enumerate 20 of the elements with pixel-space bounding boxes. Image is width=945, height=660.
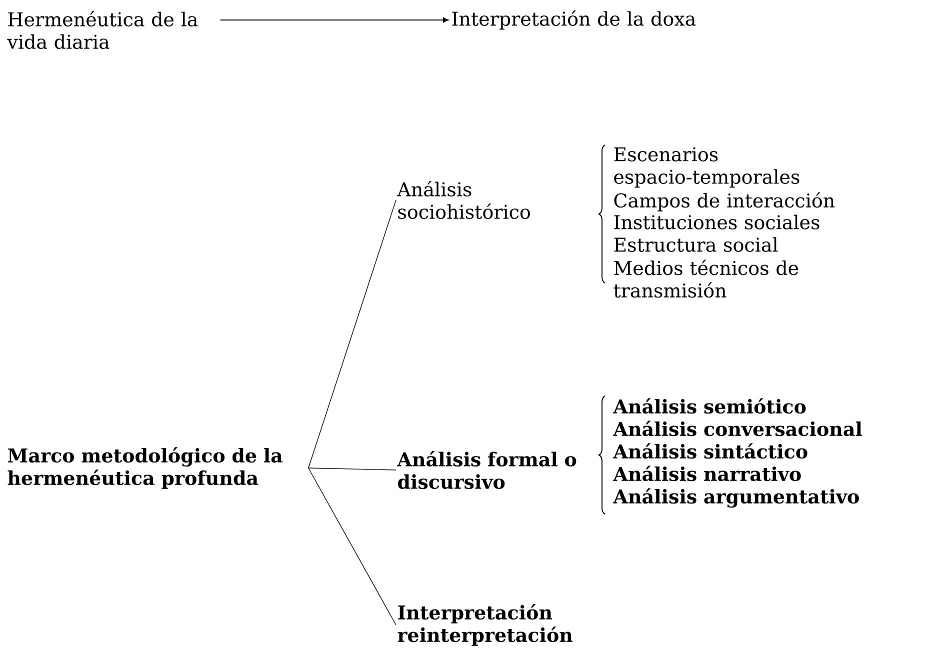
branch-line [308,200,396,468]
text-label: Análisis sociohistórico [397,181,530,219]
branch-line [308,468,396,470]
list-item: Campos de interacción [614,192,835,212]
text-label: Hermenéutica de la vida diaria [7,11,198,49]
list-item: Análisis conversacional [613,420,862,436]
list-item: Instituciones sociales [614,214,820,230]
text-label: Interpretación reinterpretación [398,604,573,646]
text-label: Marco metodológico de la hermenéutica profunda [8,447,282,489]
branch-line [308,468,396,626]
list-item: Medios técnicos de transmisión [614,260,798,298]
list-item: Análisis argumentativo [613,488,859,508]
list-item: Análisis narrativo [613,466,801,482]
list-item: Escenarios espacio-temporales [614,147,800,188]
text-label: Interpretación de la doxa [452,10,696,30]
list-item: Estructura social [614,237,778,252]
list-item: Análisis sintáctico [613,443,808,459]
list-item: Análisis semiótico [613,398,806,414]
arrow [220,17,449,23]
text-label: Análisis formal o discursivo [397,451,576,489]
